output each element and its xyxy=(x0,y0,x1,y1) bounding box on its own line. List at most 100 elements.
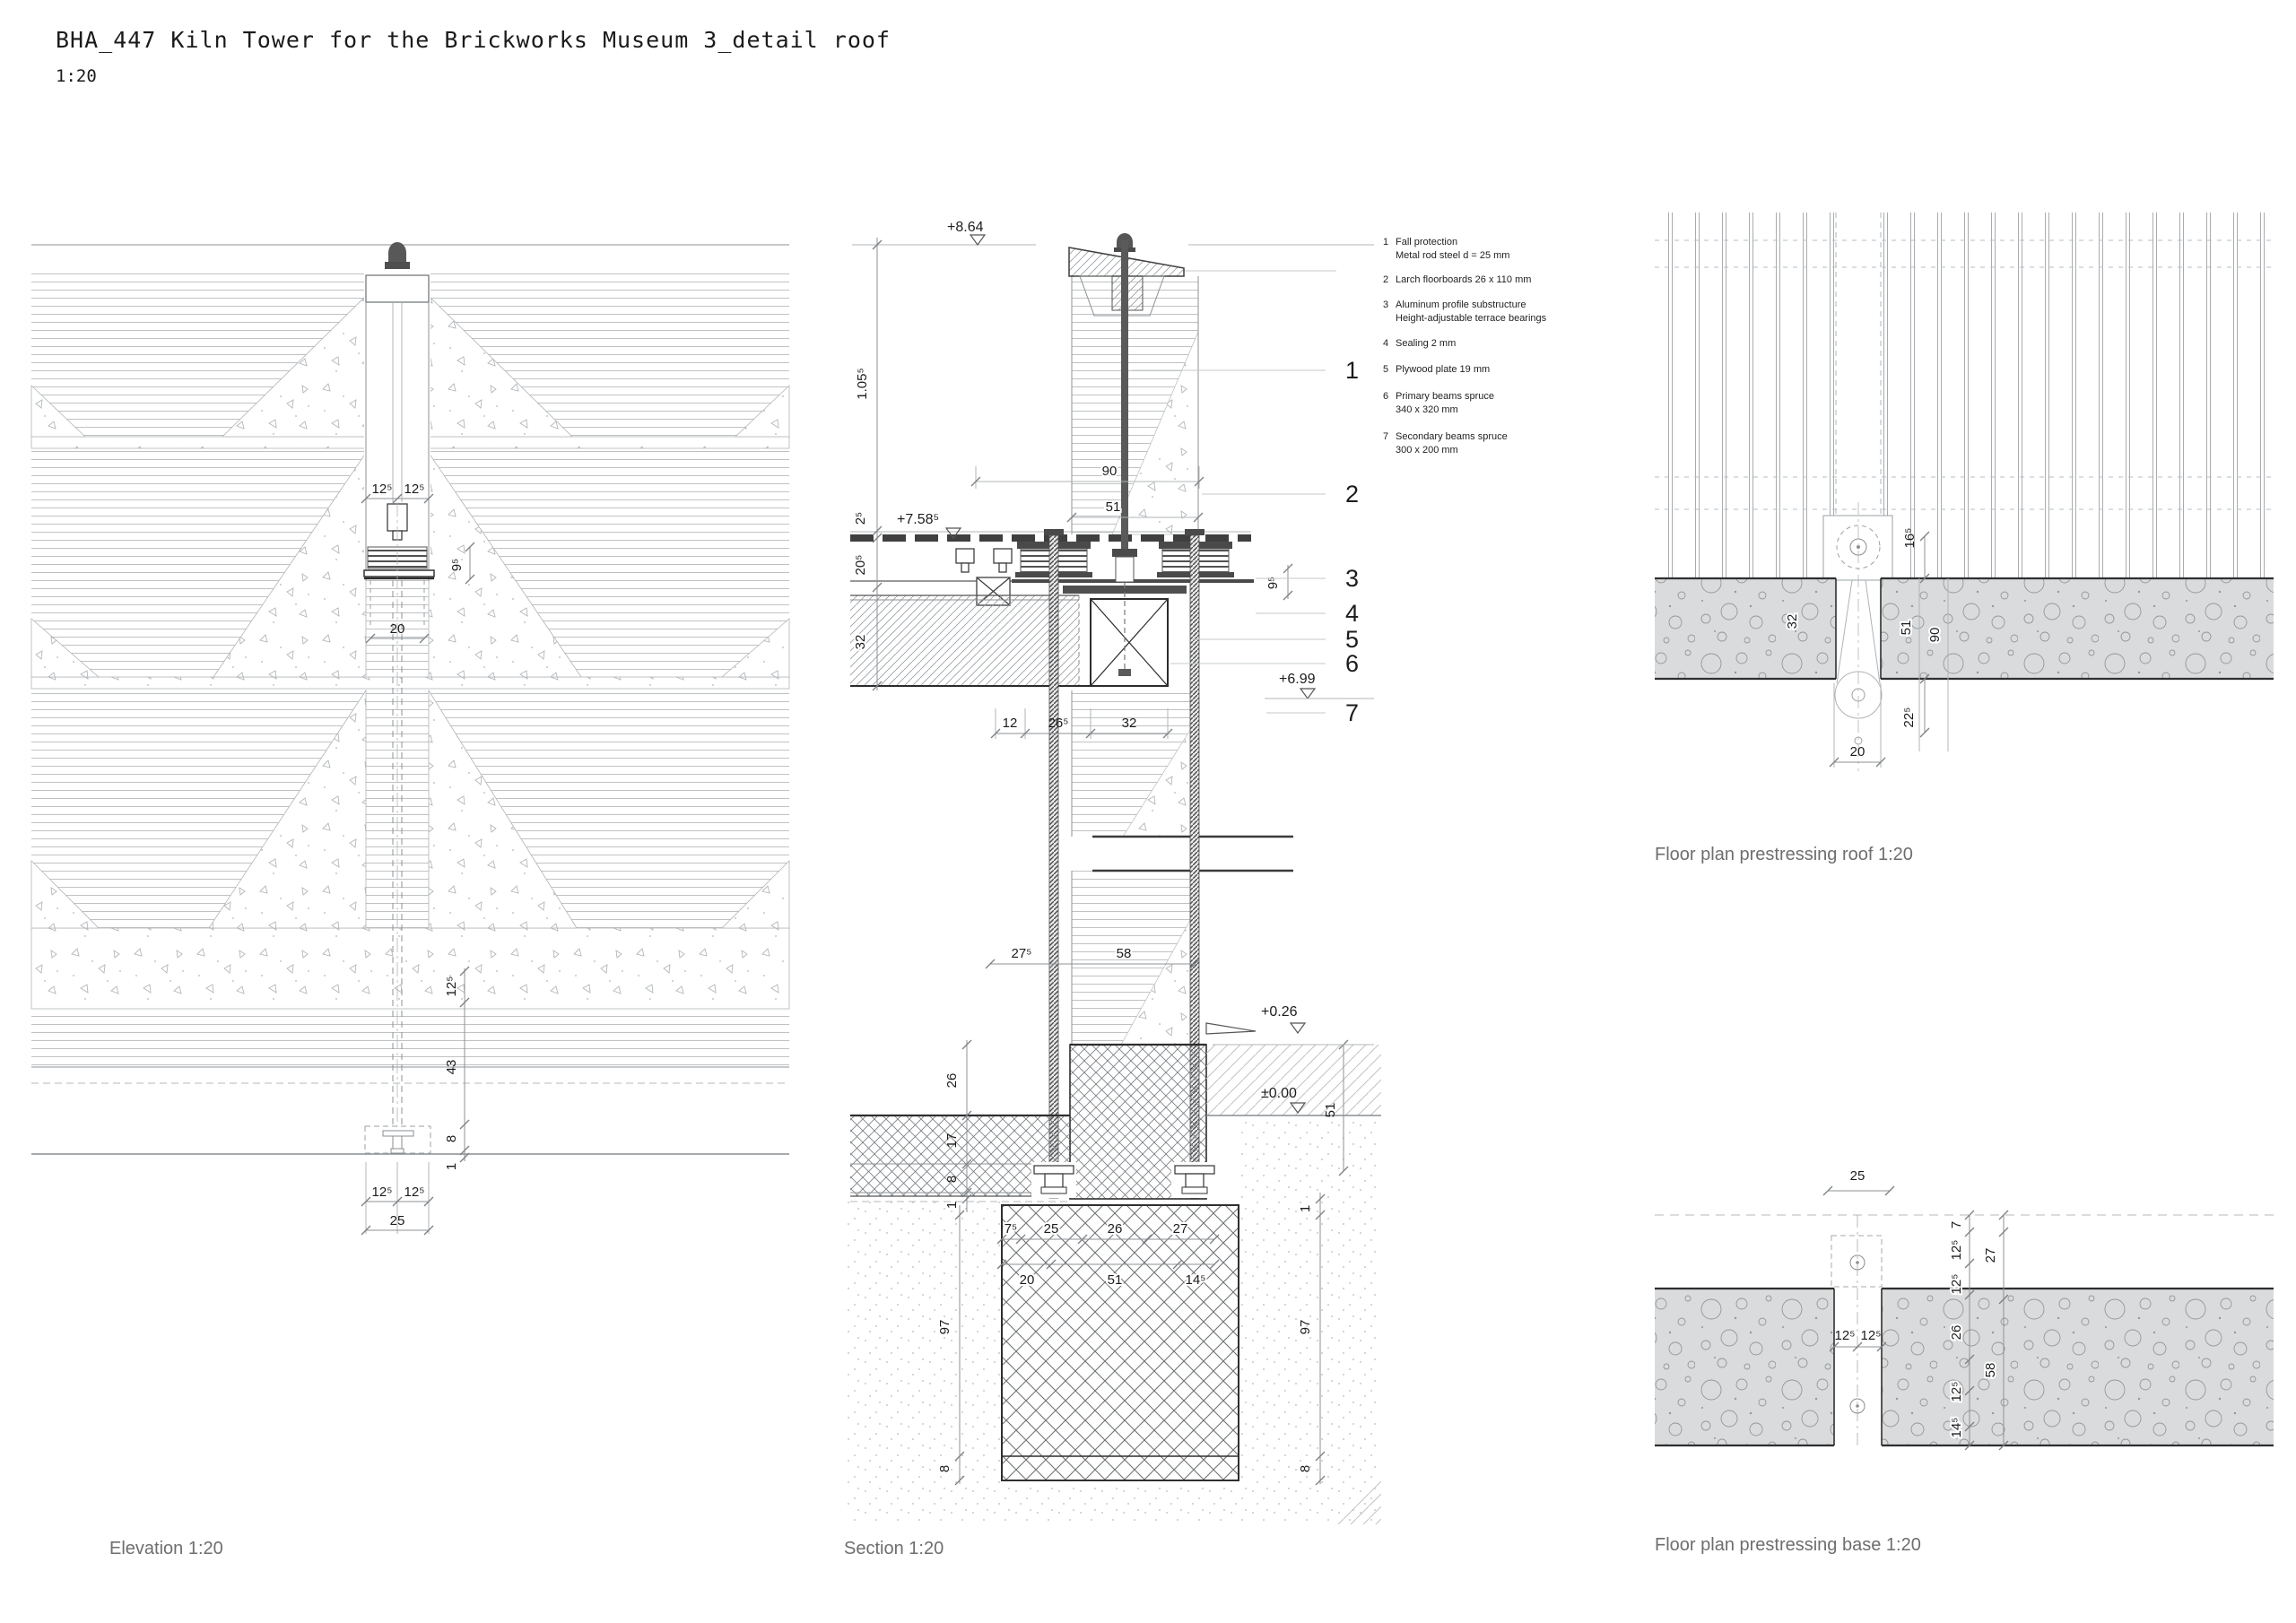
rod-channel-dashed xyxy=(370,502,425,1126)
dim-text: 1 xyxy=(1298,1205,1313,1212)
alu-t-profile xyxy=(955,548,975,564)
sheet-title: BHA_447 Kiln Tower for the Brickworks Mu… xyxy=(56,27,891,53)
dim-text: 97 xyxy=(1298,1320,1313,1335)
wall-band-4 xyxy=(31,1009,789,1067)
legend-item-4: 4 Sealing 2 mm xyxy=(1383,338,1457,349)
dim-text: 32 xyxy=(1785,614,1800,629)
dim-text: 51 xyxy=(1106,499,1121,515)
dim-text: 9⁵ xyxy=(1265,577,1281,590)
concrete-triangles xyxy=(30,295,790,929)
dim-text: 8 xyxy=(944,1176,960,1183)
plan-roof-drawing: 16⁵ 32 51 90 22⁵ 20 xyxy=(1655,213,2274,771)
alu-t-profile xyxy=(993,548,1013,564)
dim-text: 25 xyxy=(390,1213,405,1228)
rod-center xyxy=(1856,1261,1859,1264)
dim-text: 12⁵ xyxy=(444,976,459,997)
dim-text: 90 xyxy=(1102,464,1118,479)
concrete-band-roof xyxy=(1655,577,2274,681)
wall-band-3 xyxy=(31,689,789,928)
level-text: ±0.00 xyxy=(1261,1086,1297,1101)
dim-text: 90 xyxy=(1927,628,1943,643)
legend-item-5: 5 Plywood plate 19 mm xyxy=(1383,364,1491,375)
rod-anchors-base xyxy=(1031,1162,1215,1198)
anchor-box-dashed xyxy=(1831,1235,1883,1288)
dim-text: 12⁵ xyxy=(1835,1328,1856,1343)
plan-base-right-dims: 7 12⁵ 27 12⁵ 26 58 12⁵ 14⁵ xyxy=(1947,1210,2009,1451)
plan-roof-dimensions: 16⁵ 32 51 90 22⁵ 20 xyxy=(1783,528,1949,768)
dim-text: 12⁵ xyxy=(372,1185,393,1200)
hidden-beam-lines xyxy=(1655,239,2274,510)
dim-text: 51 xyxy=(1899,621,1914,636)
dim-text: 12⁵ xyxy=(404,1185,425,1200)
elevation-caption: Elevation 1:20 xyxy=(109,1539,223,1558)
dim-text: 9⁵ xyxy=(449,559,465,572)
dim-text: 12⁵ xyxy=(1949,1274,1964,1295)
dim-text: 32 xyxy=(1122,716,1137,731)
dim-text: 8 xyxy=(937,1465,952,1472)
drip-edge xyxy=(1205,1022,1257,1035)
ground-hatch-corner xyxy=(1332,1475,1381,1524)
concrete-band-base xyxy=(1655,1287,2274,1447)
dim-text: 58 xyxy=(1117,946,1132,961)
elevation-drawing: 12⁵ 12⁵ 9⁵ 20 12⁵ 43 8 1 12⁵ 12⁵ 25 xyxy=(30,242,790,1236)
exterior-ground-right xyxy=(1205,1022,1381,1116)
rod-circle-bottom xyxy=(1849,1398,1866,1414)
dim-text: 27 xyxy=(1173,1221,1188,1237)
dim-text: 20 xyxy=(1020,1272,1035,1288)
dim-text: 26 xyxy=(1108,1221,1123,1237)
sheet-scale: 1:20 xyxy=(56,66,97,86)
elevation-dimensions: 12⁵ 12⁵ 9⁵ 20 12⁵ 43 8 1 12⁵ 12⁵ 25 xyxy=(361,482,475,1236)
dim-text: 7 xyxy=(1949,1221,1964,1228)
level-text: +7.58⁵ xyxy=(897,512,939,527)
dim-text: 20 xyxy=(1850,744,1866,759)
section-dimensions: 1.05⁵ 2⁵ 20⁵ 32 90 51 9⁵ 12 26⁵ 32 27⁵ 5… xyxy=(851,238,1349,1486)
dim-text: 32 xyxy=(853,635,868,650)
dim-text: 25 xyxy=(1850,1168,1866,1184)
section-caption: Section 1:20 xyxy=(844,1539,944,1558)
dim-text: 1.05⁵ xyxy=(855,368,870,399)
dim-text: 17 xyxy=(944,1133,960,1149)
dim-text: 1 xyxy=(444,1163,459,1170)
plywood-plate xyxy=(1063,586,1187,594)
ground-stipple-right xyxy=(1239,1121,1381,1524)
ground-stipple-bottom xyxy=(1002,1484,1239,1524)
drawing-break xyxy=(1067,835,1296,872)
dim-text: 12 xyxy=(1003,716,1018,731)
section-callouts: 1 2 3 4 5 6 7 xyxy=(1132,357,1359,726)
dim-text: 97 xyxy=(937,1320,952,1335)
plan-base-channel-dims: 12⁵ 12⁵ xyxy=(1829,1328,1887,1352)
dim-text: 58 xyxy=(1983,1363,1998,1378)
dim-text: 51 xyxy=(1108,1272,1123,1288)
section-drawing: 1.05⁵ 2⁵ 20⁵ 32 90 51 9⁵ 12 26⁵ 32 27⁵ 5… xyxy=(848,220,1381,1524)
dim-text: 16⁵ xyxy=(1902,528,1918,549)
dim-text: 8 xyxy=(444,1135,459,1142)
dim-text: 14⁵ xyxy=(1949,1418,1964,1438)
dim-text: 12⁵ xyxy=(1949,1240,1964,1261)
callout-5: 5 xyxy=(1345,626,1359,653)
level-text: +6.99 xyxy=(1279,672,1316,687)
dim-text: 12⁵ xyxy=(372,482,393,497)
fall-protection-cap xyxy=(385,242,410,269)
ground-stipple-left xyxy=(848,1202,1002,1524)
fall-protection-rod xyxy=(1112,233,1137,676)
dim-text: 27 xyxy=(1983,1248,1998,1263)
plan-base-caption: Floor plan prestressing base 1:20 xyxy=(1655,1535,1921,1555)
legend-item-2: 2 Larch floorboards 26 x 110 mm xyxy=(1383,274,1532,285)
rod-center xyxy=(1856,1404,1859,1408)
plan-base-drawing: 25 12⁵ 12⁵ 7 12⁵ 27 12⁵ 26 58 12⁵ 14⁵ xyxy=(1655,1168,2274,1451)
dim-text: 22⁵ xyxy=(1901,707,1917,728)
plan-roof-caption: Floor plan prestressing roof 1:20 xyxy=(1655,845,1913,864)
level-text: +8.64 xyxy=(947,220,984,235)
dim-text: 1 xyxy=(944,1202,960,1209)
dim-text: 14⁵ xyxy=(1186,1272,1206,1288)
dim-text: 26⁵ xyxy=(1048,716,1069,731)
dim-text: 27⁵ xyxy=(1012,946,1032,961)
masonry-wall xyxy=(1071,275,1199,1046)
anchor-center xyxy=(1857,545,1860,549)
dim-text: 26 xyxy=(944,1073,960,1089)
dim-text: 12⁵ xyxy=(404,482,425,497)
tendon-plan xyxy=(1834,502,1883,771)
